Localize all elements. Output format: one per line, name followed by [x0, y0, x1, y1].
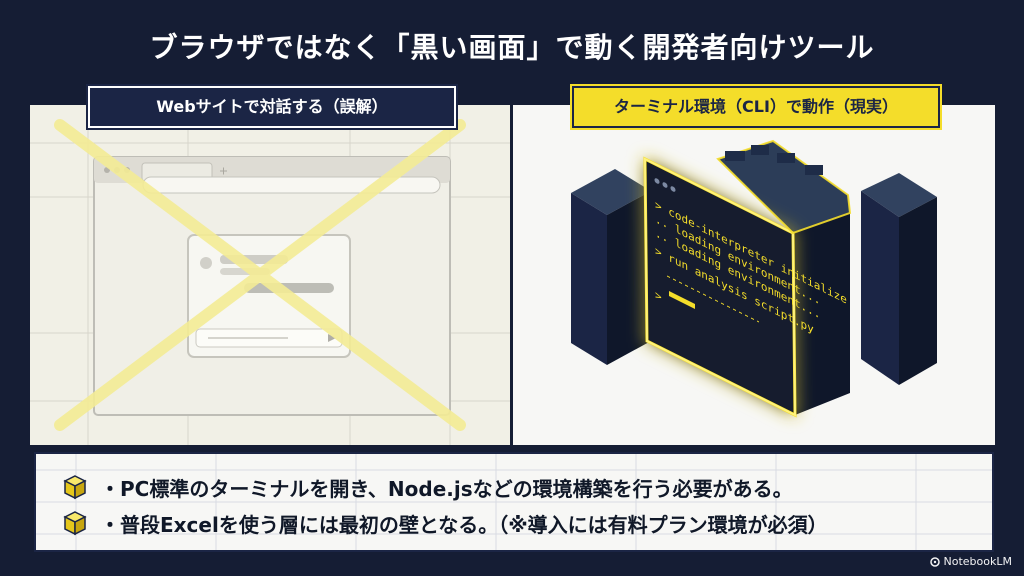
summary-box: ・PC標準のターミナルを開き、Node.jsなどの環境構築を行う必要がある。 ・…	[34, 452, 994, 552]
cross-mark-icon	[54, 119, 466, 431]
server-block-right-icon	[861, 173, 937, 385]
yellow-cube-icon	[63, 511, 87, 536]
summary-bullet-1: ・PC標準のターミナルを開き、Node.jsなどの環境構築を行う必要がある。	[62, 472, 793, 502]
right-caption: ターミナル環境（CLI）で動作（現実）	[572, 86, 940, 128]
slide-title: ブラウザではなく「黒い画面」で動く開発者向けツール	[149, 31, 875, 64]
chat-window-icon	[187, 234, 351, 358]
svg-text:>: >	[655, 288, 662, 305]
yellow-cube-icon	[63, 475, 87, 500]
brand-name: NotebookLM	[943, 555, 1012, 568]
browser-misconception-panel	[30, 105, 510, 445]
terminal-illustration: > code-interpreter initialize .. loading…	[571, 139, 937, 418]
summary-bullet-1-text: ・PC標準のターミナルを開き、Node.jsなどの環境構築を行う必要がある。	[100, 476, 793, 501]
notebooklm-icon	[929, 556, 940, 567]
terminal-box-icon: > code-interpreter initialize .. loading…	[643, 139, 852, 418]
notebooklm-branding: NotebookLM	[929, 555, 1012, 568]
summary-bullet-2-text: ・普段Excelを使う層には最初の壁となる。（※導入には有料プラン環境が必須）	[100, 512, 828, 537]
browser-illustration	[30, 105, 510, 445]
left-caption: Webサイトで対話する（誤解）	[88, 86, 456, 128]
server-block-left-icon	[571, 169, 651, 365]
summary-grid-background	[36, 454, 992, 550]
summary-bullet-2: ・普段Excelを使う層には最初の壁となる。（※導入には有料プラン環境が必須）	[62, 508, 828, 538]
panel-divider	[510, 105, 513, 445]
terminal-reality-panel: > code-interpreter initialize .. loading…	[513, 105, 995, 445]
